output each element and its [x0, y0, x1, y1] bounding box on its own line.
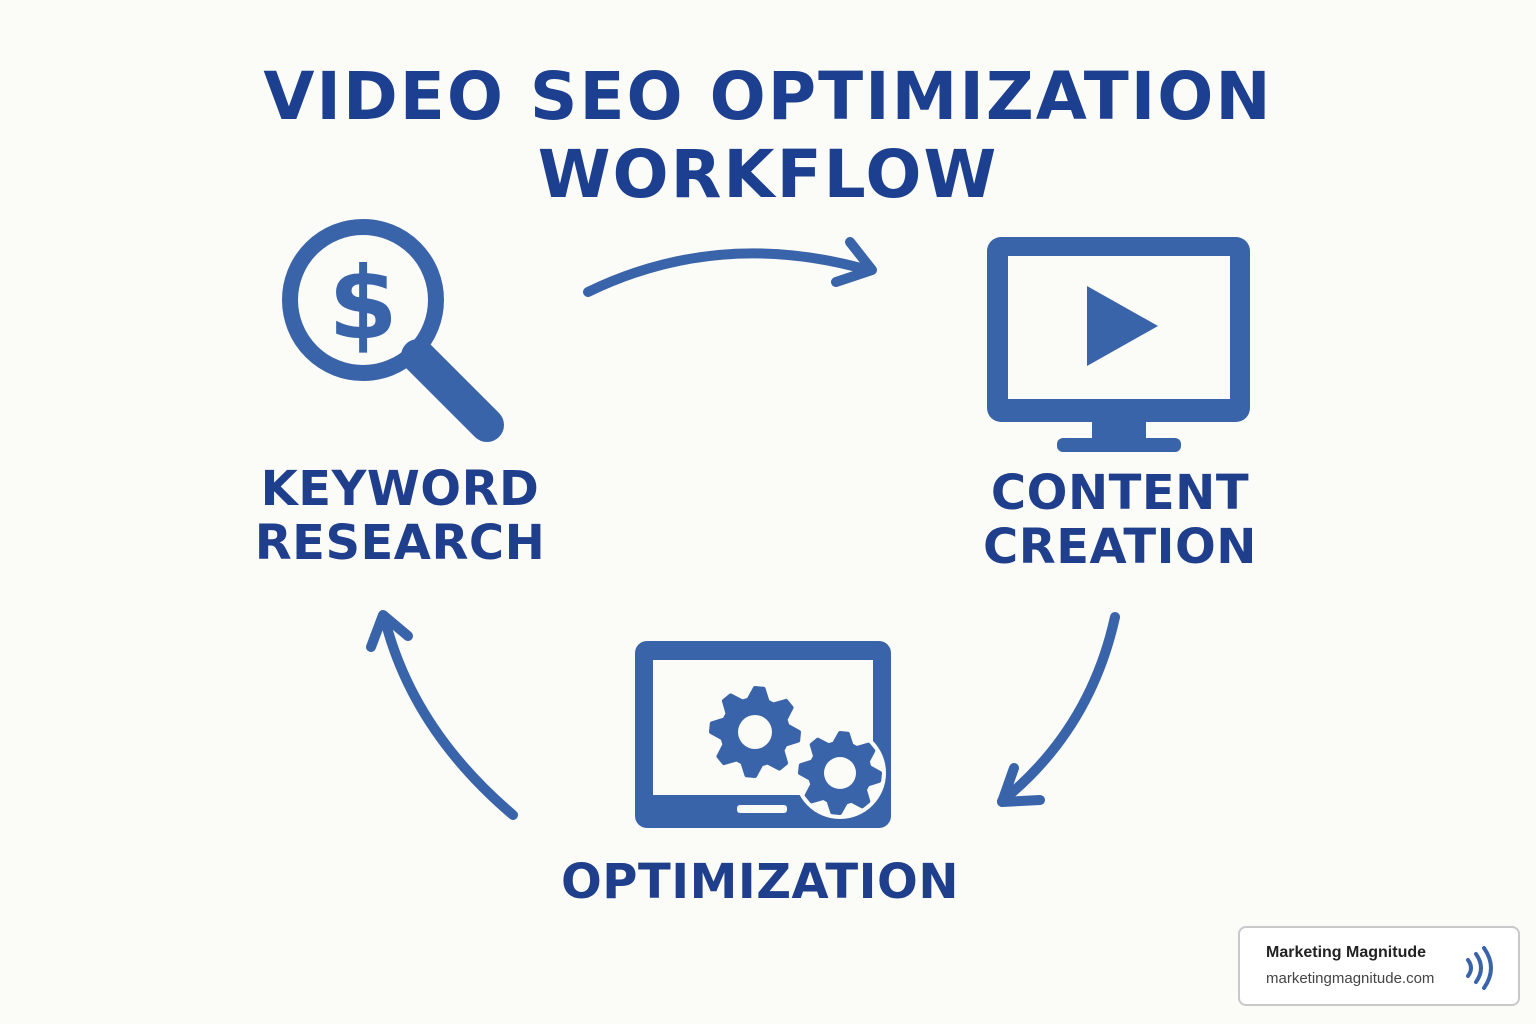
gear-icon — [794, 727, 886, 819]
signal-waves-icon — [1466, 946, 1493, 990]
stage-label-line: OPTIMIZATION — [560, 854, 959, 910]
title-line-1: VIDEO SEO OPTIMIZATION — [263, 58, 1273, 135]
stage-label-optimization: OPTIMIZATION — [500, 855, 1020, 909]
arrow-content-to-optimization — [997, 612, 1120, 807]
stage-label-content-creation: CONTENT CREATION — [950, 466, 1290, 574]
brand-url: marketingmagnitude.com — [1266, 970, 1435, 987]
stage-label-line: KEYWORD — [260, 461, 540, 517]
magnifier-dollar-icon: $ — [282, 219, 504, 442]
diagram-title: VIDEO SEO OPTIMIZATION WORKFLOW — [0, 58, 1536, 214]
monitor-play-icon — [987, 237, 1250, 452]
stage-label-line: CREATION — [983, 519, 1257, 575]
brand-name: Marketing Magnitude — [1266, 944, 1427, 961]
svg-text:$: $ — [328, 245, 398, 362]
brand-card: Marketing Magnitude marketingmagnitude.c… — [1238, 926, 1520, 1006]
arrow-keyword-to-content — [583, 237, 877, 297]
stage-label-line: RESEARCH — [254, 515, 546, 571]
stage-label-keyword-research: KEYWORD RESEARCH — [230, 462, 570, 570]
arrow-optimization-to-keyword — [366, 610, 518, 820]
laptop-gears-icon — [635, 641, 891, 828]
gear-icon — [709, 686, 801, 778]
title-line-2: WORKFLOW — [537, 136, 999, 213]
stage-label-line: CONTENT — [990, 465, 1250, 521]
